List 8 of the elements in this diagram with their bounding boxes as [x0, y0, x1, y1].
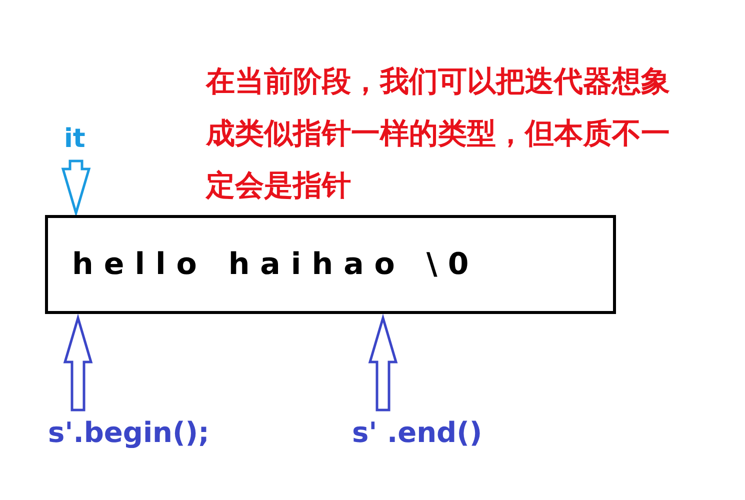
hollow-arrow [63, 314, 93, 412]
pointer-label: it [64, 120, 86, 159]
code-label: s'.begin(); [48, 412, 210, 454]
hollow-arrow [61, 160, 91, 218]
hollow-arrow [368, 314, 398, 412]
code-label: s' .end() [352, 412, 482, 454]
string-box: hello haihao \0 [45, 215, 616, 314]
note-text: 在当前阶段，我们可以把迭代器想象成类似指针一样的类型，但本质不一定会是指针 [206, 63, 671, 204]
